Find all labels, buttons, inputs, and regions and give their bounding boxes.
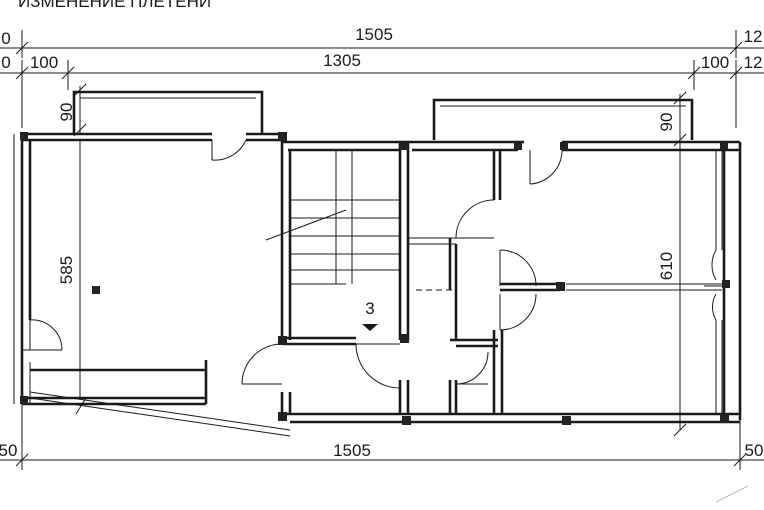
balcony-right-depth-label: 90: [657, 113, 676, 132]
column: [556, 282, 565, 291]
top-dimension-chain: 0 1505 12: [0, 25, 764, 58]
bottom-dimension-chain: 50 1505 50: [0, 404, 764, 470]
bottom-dim-tick-right: [733, 453, 747, 467]
column: [514, 142, 522, 150]
room-depth-dimensions: 585 610: [57, 140, 687, 437]
left-balcony-outline: [72, 90, 264, 134]
balcony-left-tick-top: [73, 83, 87, 97]
mid-span-label: 1305: [323, 51, 361, 70]
stair-down-arrow-icon: [362, 324, 378, 331]
ramp-line-2: [29, 397, 291, 437]
column: [92, 286, 100, 294]
header-title-cutoff: ИЗМЕНЕНИЕ ПЛЕТЕНИ: [18, 0, 211, 11]
doors: [22, 139, 722, 389]
mid-dimension-chain: 0 100 1305 100 12: [0, 51, 764, 128]
column: [720, 414, 729, 423]
column: [562, 416, 571, 425]
scan-artifact: [715, 485, 749, 503]
column: [560, 142, 568, 150]
column: [720, 142, 728, 150]
door-hall-upper-swing: [455, 199, 495, 239]
top-overall-label: 1505: [355, 25, 393, 44]
mid-dim-tick-3: [687, 66, 701, 80]
bottom-overall-label: 1505: [333, 441, 371, 460]
right-room-depth-label: 610: [657, 252, 676, 280]
balcony-right-tick-bottom: [673, 133, 687, 147]
mid-dim-tick-4: [729, 66, 743, 80]
left-room-depth-label: 585: [57, 256, 76, 284]
top-left-edge-label: 0: [1, 29, 10, 48]
mid-left-offset-label: 100: [30, 53, 58, 72]
column: [402, 416, 411, 425]
column: [278, 336, 287, 345]
door-bath-swing: [455, 351, 489, 385]
right-balcony-outline: [432, 98, 694, 140]
right-room-dim-tick: [673, 423, 687, 437]
door-far-right-lower-swing: [712, 293, 717, 321]
door-far-right-upper-swing: [711, 249, 717, 281]
column: [278, 412, 287, 421]
mid-dim-tick-2: [61, 66, 75, 80]
mid-right-offset-label: 100: [701, 53, 729, 72]
mid-left-edge-label: 0: [1, 53, 10, 72]
mid-dim-tick-1: [15, 66, 29, 80]
right-balcony: [432, 98, 694, 140]
door-left-top-swing: [211, 139, 247, 161]
door-landing-swing: [355, 343, 401, 389]
ramp-lines: [29, 391, 291, 437]
balcony-left-depth-label: 90: [57, 103, 76, 122]
door-right-lower-swing: [499, 293, 537, 331]
left-balcony: [72, 90, 264, 134]
column: [400, 334, 409, 343]
balcony-dimensions: 90 90: [57, 83, 687, 150]
bottom-right-edge-label: 50: [745, 441, 764, 460]
column: [20, 396, 28, 404]
top-right-edge-label: 12: [744, 27, 763, 46]
bottom-dim-tick-left: [15, 453, 29, 467]
mid-right-edge-label: 12: [744, 53, 763, 72]
staircase: 3: [265, 150, 400, 331]
columns: [20, 132, 730, 425]
door-right-upper-swing: [499, 249, 537, 287]
column: [278, 132, 287, 141]
top-dim-tick-right: [729, 41, 743, 55]
ramp-tick: [75, 397, 87, 415]
door-left-lower-swing: [29, 319, 63, 351]
interior-walls: [29, 134, 723, 414]
bottom-left-edge-label: 50: [0, 441, 17, 460]
column: [20, 132, 28, 140]
door-top-right-swing: [529, 149, 563, 185]
stair-break-line: [265, 209, 347, 241]
ramp-line-1: [29, 391, 291, 431]
exterior-walls: [13, 132, 742, 424]
column: [722, 280, 730, 288]
top-dim-tick-left: [15, 41, 29, 55]
balcony-right-tick-top: [673, 91, 687, 105]
stair-number-label: 3: [365, 299, 374, 318]
column: [400, 142, 408, 150]
door-stair-swing: [241, 343, 283, 385]
